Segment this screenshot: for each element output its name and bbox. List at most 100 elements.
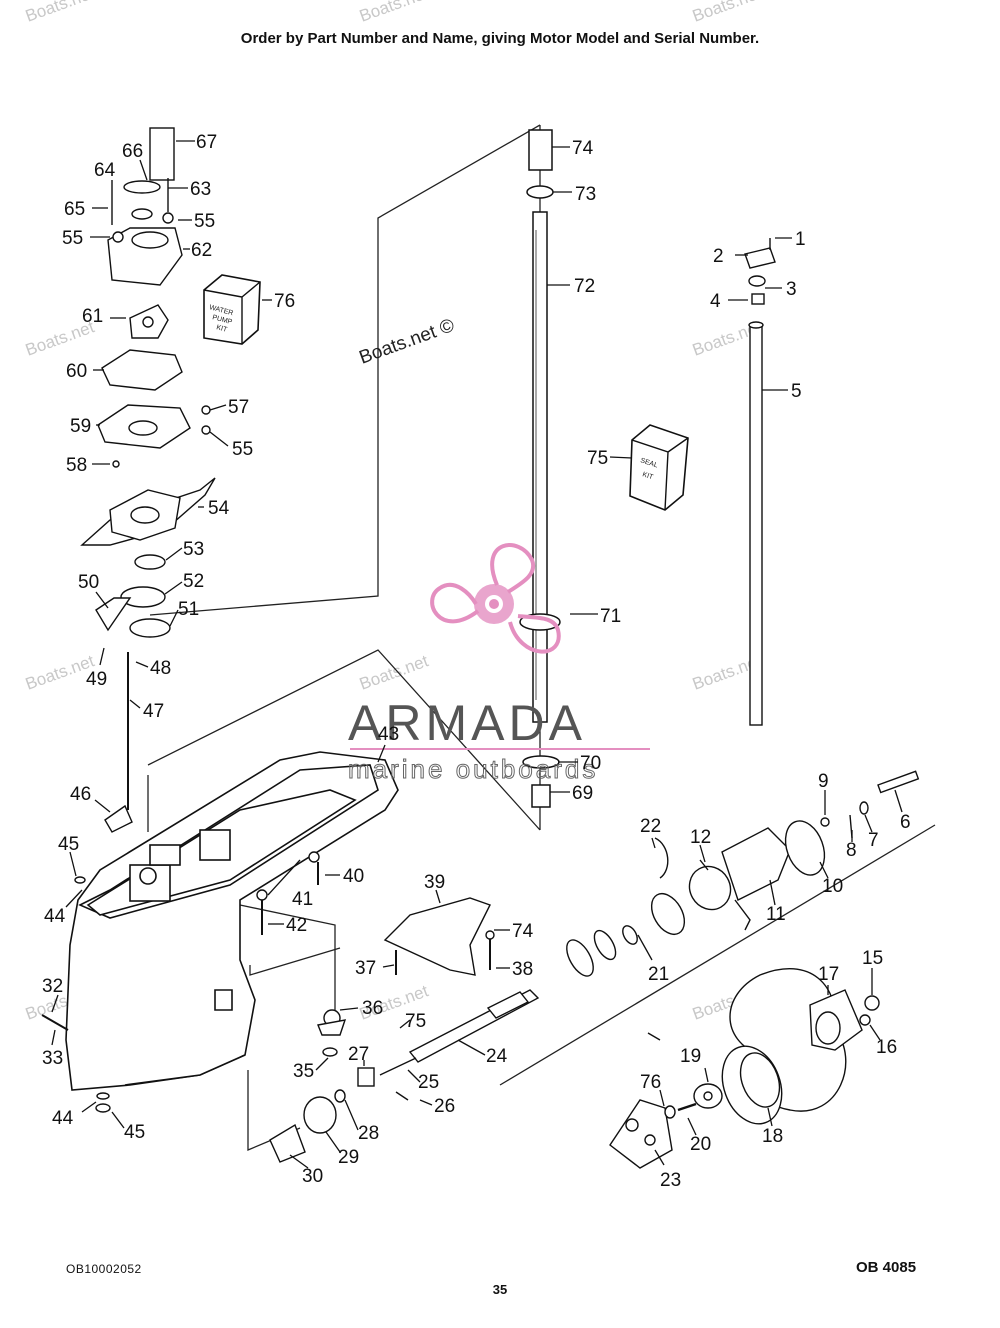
callout-label: 24 <box>486 1046 508 1067</box>
callout-label: 7 <box>868 830 879 851</box>
callout-label: 45 <box>58 834 79 855</box>
callout-label: 41 <box>292 889 313 910</box>
callout-label: 52 <box>183 571 204 592</box>
callout-label: 65 <box>64 199 85 220</box>
callout-label: 3 <box>786 279 797 300</box>
watermark-text: Boats.net <box>357 651 431 694</box>
callout-labels: 74 73 72 71 70 69 1 2 3 4 5 75 67 66 64 … <box>42 132 911 1191</box>
callout-label: 60 <box>66 361 87 382</box>
svg-text:KIT: KIT <box>215 324 228 334</box>
callout-label: 75 <box>405 1011 426 1032</box>
callout-label: 74 <box>512 921 534 942</box>
callout-label: 29 <box>338 1147 359 1168</box>
callout-label: 50 <box>78 572 99 593</box>
callout-label: 61 <box>82 306 103 327</box>
callout-label: 39 <box>424 872 445 893</box>
callout-label: 67 <box>196 132 217 153</box>
order-instruction: Order by Part Number and Name, giving Mo… <box>240 30 760 47</box>
callout-label: 47 <box>143 701 164 722</box>
callout-label: 35 <box>293 1061 314 1082</box>
callout-label: 8 <box>846 840 857 861</box>
callout-label: 55 <box>232 439 253 460</box>
callout-label: 37 <box>355 958 376 979</box>
callout-label: 45 <box>124 1122 145 1143</box>
callout-label: 22 <box>640 816 661 837</box>
callout-label: 12 <box>690 827 711 848</box>
callout-label: 69 <box>572 783 593 804</box>
callout-label: 28 <box>358 1123 379 1144</box>
callout-label: 16 <box>876 1037 897 1058</box>
callout-label: 21 <box>648 964 669 985</box>
callout-label: 72 <box>574 276 595 297</box>
propeller-shaft-assembly <box>41 770 920 1169</box>
callout-label: 46 <box>70 784 91 805</box>
callout-label: 74 <box>572 138 594 159</box>
callout-label: 23 <box>660 1170 681 1191</box>
armada-logo: ARMADA marine outboards <box>348 543 650 785</box>
water-pump-kit: WATER PUMP KIT <box>203 274 261 345</box>
callout-label: 15 <box>862 948 883 969</box>
callout-label: 32 <box>42 976 63 997</box>
callout-label: 4 <box>710 291 721 312</box>
callout-label: 25 <box>418 1072 439 1093</box>
callout-label: 64 <box>94 160 116 181</box>
callout-label: 27 <box>348 1044 369 1065</box>
callout-label: 1 <box>795 229 806 250</box>
callout-label: 19 <box>680 1046 701 1067</box>
callout-label: 5 <box>791 381 802 402</box>
brand-tagline: marine outboards <box>348 754 598 784</box>
callout-label: 63 <box>190 179 211 200</box>
boats-net-stamp: Boats.net © <box>357 315 458 369</box>
callout-label: 36 <box>362 998 383 1019</box>
callout-label: 17 <box>818 964 839 985</box>
callout-label: 55 <box>62 228 83 249</box>
callout-label: 48 <box>150 658 171 679</box>
page-number: 35 <box>492 1282 508 1297</box>
brand-name: ARMADA <box>348 695 586 751</box>
callout-label: 49 <box>86 669 107 690</box>
callout-label: 66 <box>122 141 143 162</box>
svg-text:KIT: KIT <box>641 471 654 481</box>
callout-label: 42 <box>286 915 307 936</box>
callout-label: 55 <box>194 211 215 232</box>
catalog-code: OB 4085 <box>856 1259 917 1276</box>
gearcase-housing <box>65 751 399 1091</box>
callout-label: 54 <box>208 498 230 519</box>
callout-label: 75 <box>587 448 608 469</box>
callout-label: 6 <box>900 812 911 833</box>
callout-label: 18 <box>762 1126 783 1147</box>
callout-label: 10 <box>822 876 843 897</box>
seal-kit: SEAL KIT <box>629 424 689 511</box>
callout-label: 70 <box>580 753 601 774</box>
callout-label: 57 <box>228 397 249 418</box>
callout-label: 43 <box>378 724 399 745</box>
callout-label: 62 <box>191 240 212 261</box>
callout-label: 59 <box>70 416 91 437</box>
drive-shaft <box>519 129 561 808</box>
leader-lines <box>51 140 903 1169</box>
callout-label: 2 <box>713 246 724 267</box>
callout-label: 26 <box>434 1096 455 1117</box>
callout-label: 11 <box>766 904 786 925</box>
callout-label: 44 <box>44 906 66 927</box>
watermark-text: Boats.net <box>23 0 97 26</box>
water-pump-assembly <box>80 127 216 833</box>
callout-label: 30 <box>302 1166 323 1187</box>
callout-label: 76 <box>640 1072 661 1093</box>
callout-label: 71 <box>600 606 621 627</box>
callout-label: 73 <box>575 184 596 205</box>
callout-label: 51 <box>178 599 199 620</box>
watermark-text: Boats.net <box>690 0 764 26</box>
callout-label: 20 <box>690 1134 711 1155</box>
watermark-text: Boats.net <box>357 0 431 26</box>
callout-label: 58 <box>66 455 87 476</box>
callout-label: 76 <box>274 291 295 312</box>
callout-label: 44 <box>52 1108 74 1129</box>
callout-label: 40 <box>343 866 364 887</box>
callout-label: 33 <box>42 1048 63 1069</box>
callout-label: 38 <box>512 959 533 980</box>
callout-label: 9 <box>818 771 829 792</box>
diagram-code: OB10002052 <box>66 1262 142 1276</box>
